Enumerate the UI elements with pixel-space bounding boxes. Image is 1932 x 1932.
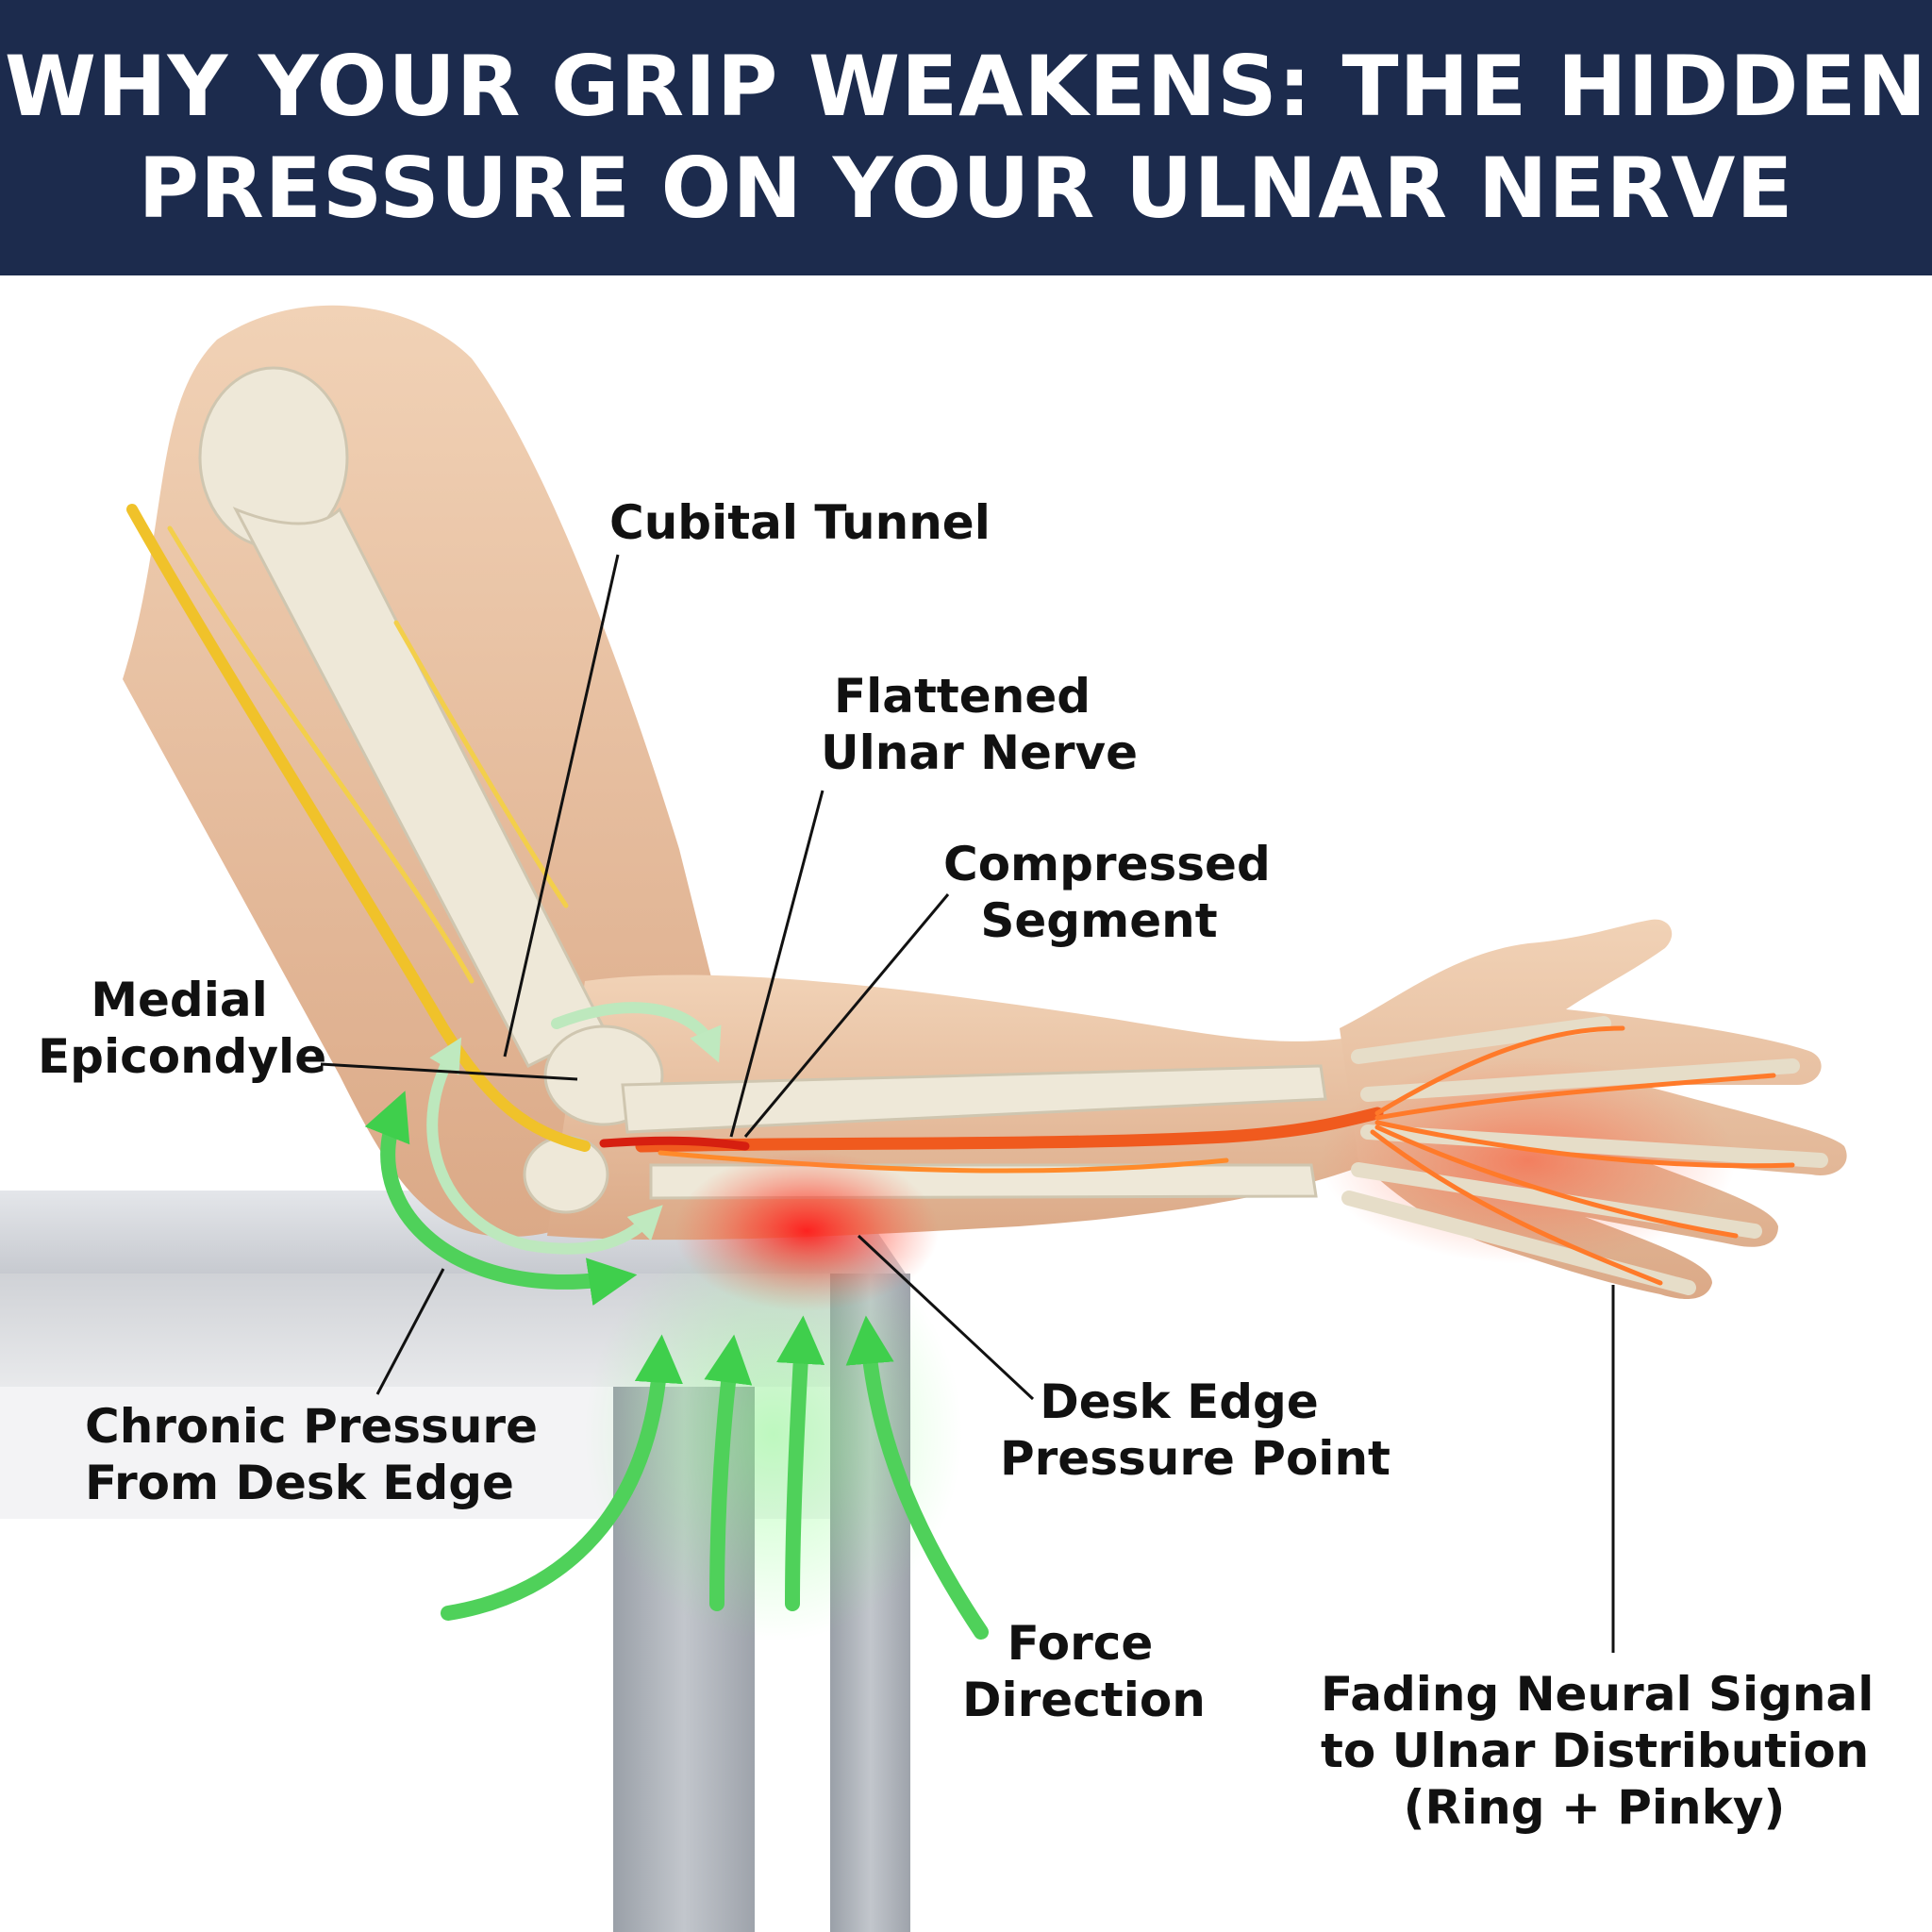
hand-bones <box>1341 1016 1828 1295</box>
olecranon <box>523 1135 609 1214</box>
humerus-shaft <box>232 507 607 1068</box>
label-cubital-tunnel-text: Cubital Tunnel <box>609 495 991 550</box>
pale-arrow-top <box>551 1002 722 1063</box>
leader-cubital-tunnel <box>503 554 620 1058</box>
title-banner: WHY YOUR GRIP WEAKENS: THE HIDDEN PRESSU… <box>0 0 1932 275</box>
force-arrows <box>441 1315 989 1640</box>
label-desk-line-2: Pressure Point <box>1000 1431 1391 1486</box>
label-desk-line-1: Desk Edge <box>1040 1374 1319 1429</box>
label-fading-line-1: Fading Neural Signal <box>1321 1667 1874 1722</box>
title-line-2: PRESSURE ON YOUR ULNAR NERVE <box>138 140 1794 237</box>
label-flattened-line-2: Ulnar Nerve <box>821 725 1139 780</box>
label-flattened-ulnar-nerve: Flattened Ulnar Nerve <box>821 668 1139 781</box>
leader-desk-edge <box>857 1234 1035 1401</box>
label-desk-edge-pressure-point: Desk Edge Pressure Point <box>1000 1374 1391 1487</box>
pressure-arrows-elbow <box>364 1002 722 1307</box>
nerve-branch-3 <box>658 1150 1229 1174</box>
label-chronic-line-2: From Desk Edge <box>85 1456 514 1510</box>
ulnar-nerve-forearm <box>635 1107 1384 1153</box>
label-compressed-line-2: Segment <box>980 893 1218 948</box>
nerve-branch-2 <box>393 620 569 908</box>
label-force-direction: Force Direction <box>962 1615 1206 1728</box>
label-flattened-line-1: Flattened <box>833 669 1091 724</box>
label-compressed-line-1: Compressed <box>943 837 1271 891</box>
force-arrow-1 <box>441 1334 683 1621</box>
label-fading-line-2: to Ulnar Distribution <box>1321 1724 1870 1778</box>
force-arrow-2 <box>704 1334 753 1611</box>
label-fading-neural-signal: Fading Neural Signal to Ulnar Distributi… <box>1321 1666 1874 1836</box>
leader-flattened-nerve <box>729 790 824 1138</box>
label-medial-line-2: Epicondyle <box>38 1029 327 1084</box>
leader-lines <box>320 554 1615 1653</box>
label-chronic-pressure: Chronic Pressure From Desk Edge <box>85 1398 538 1511</box>
pale-arrow-inner <box>426 1037 663 1255</box>
leader-medial-epicondyle <box>320 1062 578 1081</box>
nerve-branch-1 <box>167 525 475 984</box>
label-force-line-1: Force <box>1007 1616 1154 1671</box>
force-arrow-3 <box>776 1315 825 1611</box>
label-fading-line-3: (Ring + Pinky) <box>1403 1780 1786 1835</box>
label-medial-line-1: Medial <box>91 973 268 1027</box>
title-line-1: WHY YOUR GRIP WEAKENS: THE HIDDEN <box>4 38 1928 135</box>
hand-nerve-branches <box>1370 1025 1795 1286</box>
label-medial-epicondyle: Medial Epicondyle <box>38 972 327 1085</box>
label-compressed-segment: Compressed Segment <box>943 836 1271 949</box>
label-cubital-tunnel: Cubital Tunnel <box>609 494 991 551</box>
leader-chronic-pressure <box>375 1268 445 1395</box>
label-force-line-2: Direction <box>962 1673 1206 1727</box>
force-arrow-4 <box>845 1315 989 1640</box>
leader-compressed-segment <box>743 893 950 1138</box>
label-chronic-line-1: Chronic Pressure <box>85 1399 538 1454</box>
